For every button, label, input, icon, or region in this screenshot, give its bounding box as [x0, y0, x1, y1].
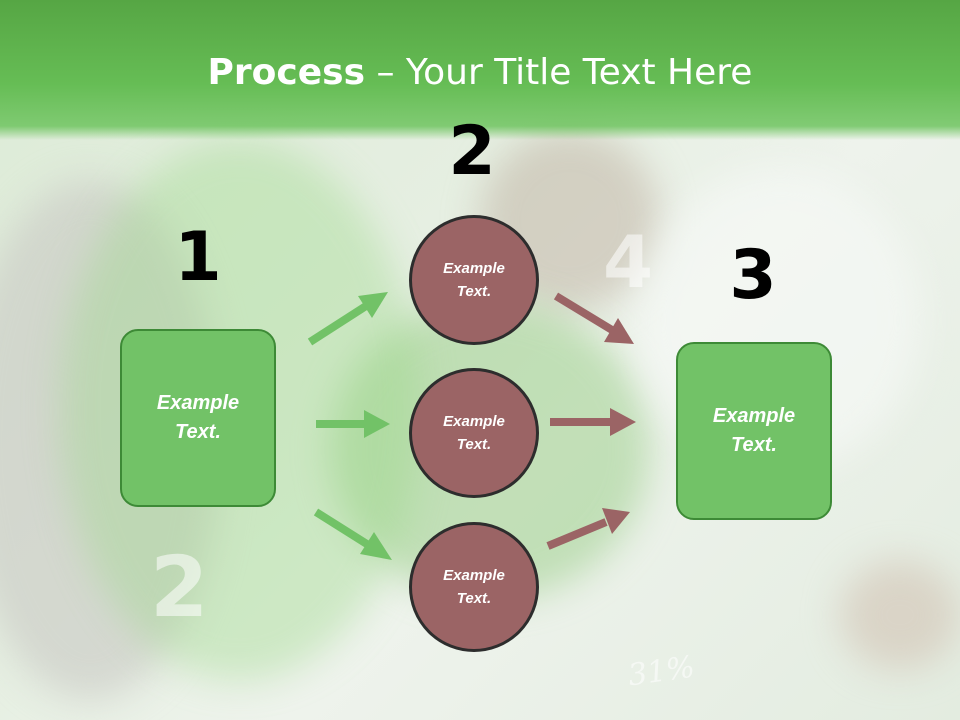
node-middle-text: Example Text.	[443, 413, 505, 453]
node-bottom-text: Example Text.	[443, 567, 505, 607]
step-3-text: Example Text.	[712, 405, 796, 456]
step-2-node-middle: Example Text.	[409, 368, 539, 498]
title-bar	[0, 0, 960, 140]
step-1-text: Example Text.	[156, 392, 240, 443]
title-rest: – Your Title Text Here	[365, 52, 753, 93]
step-3-number: 3	[729, 236, 777, 315]
arrow-from-middle-node	[550, 408, 636, 436]
title-bold: Process	[207, 52, 366, 93]
step-1-number: 1	[174, 218, 222, 297]
background-digit-4: 4	[603, 220, 654, 304]
page-title: Process – Your Title Text Here	[0, 52, 960, 93]
step-3-box: Example Text.	[676, 342, 832, 520]
background-blob	[840, 560, 960, 670]
step-2-number: 2	[448, 112, 496, 191]
step-1-box: Example Text.	[120, 329, 276, 507]
arrow-from-top-node	[553, 292, 634, 344]
arrow-to-top-node	[307, 292, 388, 346]
arrow-to-bottom-node	[313, 508, 392, 560]
arrow-from-bottom-node	[546, 508, 630, 550]
step-2-node-top: Example Text.	[409, 215, 539, 345]
node-top-text: Example Text.	[443, 260, 505, 300]
arrow-to-middle-node	[316, 410, 390, 438]
step-2-node-bottom: Example Text.	[409, 522, 539, 652]
background-digit-2: 2	[150, 538, 209, 636]
